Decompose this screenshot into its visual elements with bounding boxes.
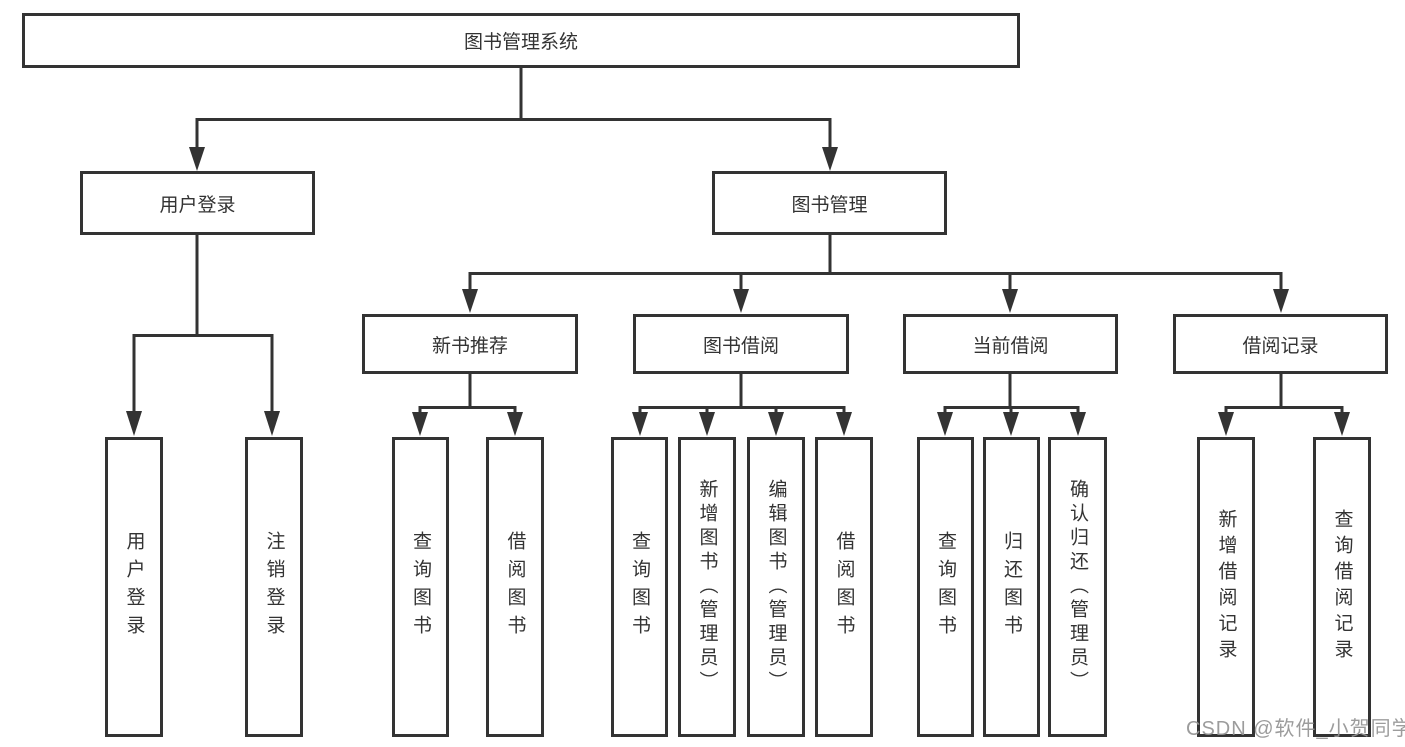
node-user-login: 用户登录 (80, 171, 315, 235)
leaf-query-books-new-book-label: 查询图书 (410, 531, 431, 643)
leaf-add-books-admin-label: 新增图书（管理员） (696, 479, 718, 695)
leaf-confirm-return-admin-label: 确认归还（管理员） (1067, 479, 1088, 695)
leaf-logout-label: 注销登录 (263, 531, 285, 643)
node-new-book-recommend: 新书推荐 (362, 314, 578, 374)
leaf-borrow-books-new-book-label: 借阅图书 (504, 531, 526, 643)
leaf-return-books-label: 归还图书 (1001, 531, 1022, 643)
leaf-borrow-books-new-book: 借阅图书 (486, 437, 544, 737)
node-borrow-record: 借阅记录 (1173, 314, 1388, 374)
leaf-logout: 注销登录 (245, 437, 303, 737)
leaf-user-login: 用户登录 (105, 437, 163, 737)
node-book-borrow: 图书借阅 (633, 314, 849, 374)
csdn-watermark: CSDN @软件_小贺同学 (1186, 718, 1405, 740)
leaf-query-books-borrow-label: 查询图书 (629, 531, 650, 643)
leaf-add-borrow-record-label: 新增借阅记录 (1215, 509, 1237, 665)
leaf-add-books-admin: 新增图书（管理员） (678, 437, 736, 737)
connector-new-book-children (412, 374, 523, 436)
node-current-borrow: 当前借阅 (903, 314, 1118, 374)
leaf-query-books-new-book: 查询图书 (392, 437, 449, 737)
node-book-management-label: 图书管理 (791, 194, 868, 216)
connector-root-to-level2 (189, 68, 838, 171)
leaf-query-borrow-record: 查询借阅记录 (1313, 437, 1371, 737)
node-user-login-label: 用户登录 (159, 194, 236, 216)
node-borrow-record-label: 借阅记录 (1242, 335, 1319, 357)
leaf-edit-books-admin-label: 编辑图书（管理员） (765, 479, 787, 695)
leaf-return-books: 归还图书 (983, 437, 1040, 737)
node-book-borrow-label: 图书借阅 (702, 335, 779, 357)
node-book-management: 图书管理 (712, 171, 947, 235)
connector-book-management-children (462, 235, 1289, 313)
node-root-system: 图书管理系统 (22, 13, 1020, 68)
leaf-edit-books-admin: 编辑图书（管理员） (747, 437, 805, 737)
connector-borrow-record-children (1218, 374, 1350, 436)
connector-current-borrow-children (937, 374, 1086, 436)
leaf-query-borrow-record-label: 查询借阅记录 (1331, 509, 1353, 665)
connector-book-borrow-children (632, 374, 852, 436)
connector-user-login-children (126, 235, 280, 436)
node-root-label: 图书管理系统 (463, 32, 578, 53)
leaf-add-borrow-record: 新增借阅记录 (1197, 437, 1255, 737)
node-current-borrow-label: 当前借阅 (972, 335, 1049, 357)
leaf-borrow-books-borrow-label: 借阅图书 (833, 531, 855, 643)
leaf-query-books-current: 查询图书 (917, 437, 974, 737)
leaf-query-books-borrow: 查询图书 (611, 437, 668, 737)
leaf-user-login-label: 用户登录 (123, 531, 145, 643)
node-new-book-recommend-label: 新书推荐 (431, 335, 508, 357)
leaf-query-books-current-label: 查询图书 (935, 531, 956, 643)
leaf-confirm-return-admin: 确认归还（管理员） (1048, 437, 1107, 737)
leaf-borrow-books-borrow: 借阅图书 (815, 437, 873, 737)
